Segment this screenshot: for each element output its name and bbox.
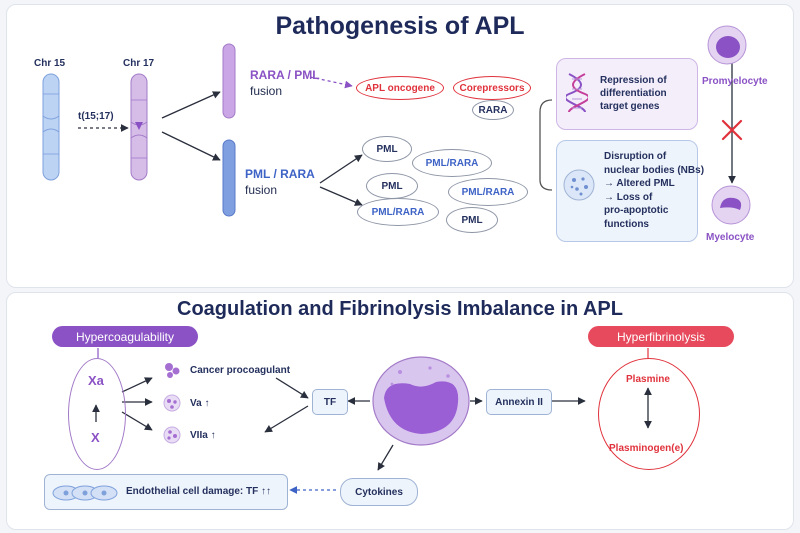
cytokines-box: Cytokines (340, 478, 418, 506)
viia-label: VIIa ↑ (190, 430, 216, 441)
complex-pml-2: PML (366, 173, 418, 199)
procoagulant-particles-icon (165, 363, 180, 378)
hypercoagulability-badge: Hypercoagulability (52, 326, 198, 347)
va-label: Va ↑ (190, 398, 210, 409)
dna-icon (566, 73, 588, 113)
chr15-label: Chr 15 (34, 58, 66, 69)
complex-pml-rara-1: PML/RARA (412, 149, 492, 177)
translocation-label: t(15;17) (78, 111, 114, 122)
myelocyte-label: Myelocyte (706, 232, 755, 243)
pml-rara-chromosome-icon (222, 139, 236, 217)
apl-blast-cell-icon (372, 356, 470, 446)
complex-pml-rara-3: PML/RARA (357, 198, 439, 226)
rara-pml-fusion-suffix: fusion (250, 84, 283, 98)
viia-particles-icon (163, 426, 181, 444)
disruption-line-3: → Altered PML (604, 178, 675, 189)
hyperfibrinolysis-badge: Hyperfibrinolysis (588, 326, 734, 347)
coagulation-factor-oval (68, 358, 126, 470)
endothelial-damage-label: Endothelial cell damage: TF ↑↑ (126, 486, 272, 497)
disruption-line-5: pro-apoptotic (604, 205, 669, 216)
chr15-chromosome-icon (42, 73, 60, 181)
promyelocyte-cell-icon (707, 25, 747, 65)
disruption-line-2: nuclear bodies (NBs) (604, 164, 705, 176)
plasminogen-label: Plasminogen(e) (609, 443, 684, 454)
disruption-line-4: → Loss of (604, 191, 653, 203)
coagulation-title: Coagulation and Fibrinolysis Imbalance i… (177, 298, 623, 320)
disruption-line-1: Disruption of (604, 151, 667, 162)
repression-line-1: Repression of (600, 75, 667, 86)
cancer-procoagulant-label: Cancer procoagulant (190, 365, 291, 376)
repression-line-3: target genes (600, 101, 660, 112)
promyelocyte-label: Promyelocyte (702, 76, 768, 87)
rara-pml-chromosome-icon (222, 43, 236, 119)
blocked-cross-icon (721, 119, 743, 141)
pathogenesis-title: Pathogenesis of APL (275, 12, 525, 40)
complex-pml-rara-2: PML/RARA (448, 178, 528, 206)
chr17-chromosome-icon (130, 73, 148, 181)
complex-pml-3: PML (446, 207, 498, 233)
va-particles-icon (163, 394, 181, 412)
factor-x: X (91, 430, 100, 445)
rara-ellipse: RARA (472, 100, 514, 120)
endothelial-cells-icon (52, 485, 118, 501)
pml-rara-fusion-suffix: fusion (245, 183, 278, 197)
annexin-box: Annexin II (486, 389, 552, 415)
repression-box (556, 58, 698, 130)
tf-box: TF (312, 389, 348, 415)
nuclear-bodies-icon (563, 169, 595, 201)
plasmine-label: Plasmine (626, 374, 670, 385)
rara-pml-fusion-name: RARA / PML (250, 68, 320, 82)
myelocyte-cell-icon (711, 185, 751, 225)
complex-pml-1: PML (362, 136, 412, 162)
factor-xa: Xa (88, 373, 104, 388)
fibrinolysis-oval (598, 358, 700, 470)
pml-rara-fusion-name: PML / RARA (245, 167, 315, 181)
apl-oncogene-ellipse: APL oncogene (356, 76, 444, 100)
chr17-label: Chr 17 (123, 58, 155, 69)
repression-line-2: differentiation (600, 88, 667, 99)
corepressors-ellipse: Corepressors (453, 76, 531, 100)
disruption-line-6: functions (604, 218, 649, 230)
